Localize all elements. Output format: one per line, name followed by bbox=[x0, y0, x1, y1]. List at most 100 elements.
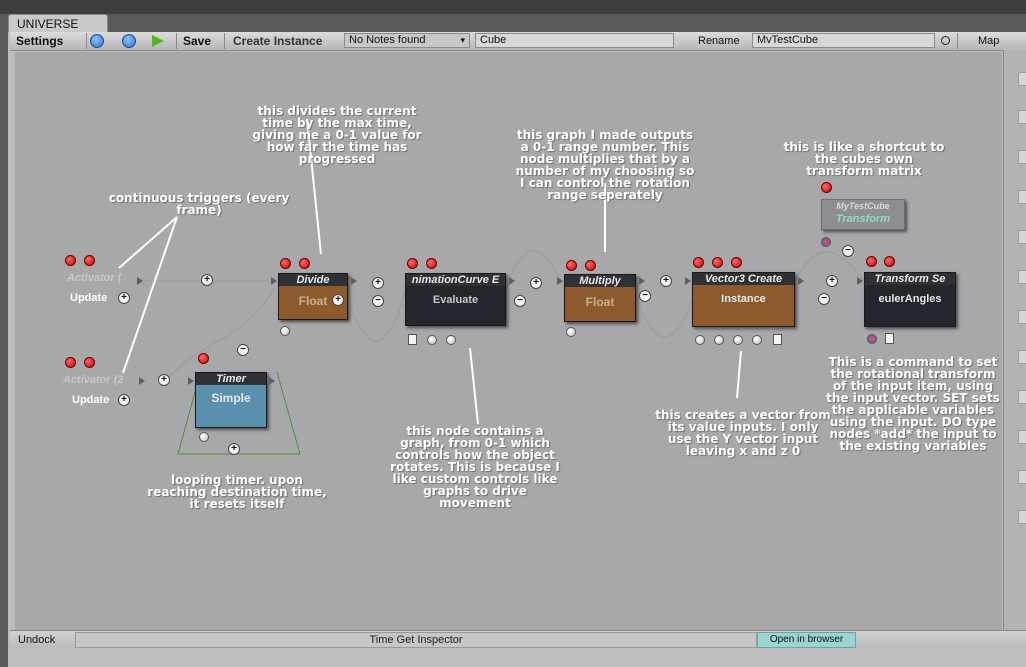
search-input[interactable]: Cube bbox=[475, 33, 674, 48]
mytestcube-node-title: MyTestCube bbox=[822, 200, 904, 212]
divide-node[interactable]: Divide Float bbox=[278, 273, 348, 320]
add-port-icon[interactable]: + bbox=[372, 277, 384, 289]
document-icon[interactable] bbox=[885, 333, 894, 344]
panel-item[interactable] bbox=[1018, 510, 1026, 524]
input-arrow-icon[interactable] bbox=[557, 277, 563, 285]
multiply-node[interactable]: Multiply Float bbox=[564, 274, 636, 322]
add-port-icon[interactable]: + bbox=[660, 275, 672, 287]
output-arrow-icon[interactable] bbox=[269, 377, 275, 385]
add-port-icon[interactable]: + bbox=[158, 374, 170, 386]
panel-item[interactable] bbox=[1018, 350, 1026, 364]
output-arrow-icon[interactable] bbox=[137, 277, 143, 285]
gizmo-icon[interactable] bbox=[821, 237, 831, 247]
pause-icon[interactable] bbox=[122, 34, 136, 48]
output-arrow-icon[interactable] bbox=[798, 277, 804, 285]
red-dot[interactable] bbox=[84, 255, 95, 266]
red-dot[interactable] bbox=[566, 260, 577, 271]
rename-button[interactable]: Rename bbox=[698, 35, 740, 47]
mytestcube-node[interactable]: MyTestCube Transform bbox=[821, 199, 905, 230]
settings-button[interactable]: Settings bbox=[16, 34, 64, 48]
activator-2-update[interactable]: Update bbox=[72, 394, 110, 406]
red-dot[interactable] bbox=[693, 257, 704, 268]
output-arrow-icon[interactable] bbox=[351, 277, 357, 285]
document-icon[interactable] bbox=[408, 334, 417, 345]
red-dot[interactable] bbox=[65, 255, 76, 266]
add-port-icon[interactable]: + bbox=[826, 275, 838, 287]
input-arrow-icon[interactable] bbox=[188, 377, 194, 385]
document-icon[interactable] bbox=[773, 334, 782, 345]
add-port-icon[interactable]: + bbox=[201, 274, 213, 286]
white-port[interactable] bbox=[566, 327, 576, 337]
red-dot[interactable] bbox=[731, 257, 742, 268]
panel-item[interactable] bbox=[1018, 150, 1026, 164]
add-port-icon[interactable]: + bbox=[228, 443, 240, 455]
map-button[interactable]: Map bbox=[978, 35, 1000, 47]
red-dot[interactable] bbox=[426, 258, 437, 269]
remove-port-icon[interactable]: − bbox=[818, 293, 830, 305]
create-instance-button[interactable]: Create Instance bbox=[233, 34, 323, 48]
white-port[interactable] bbox=[199, 432, 209, 442]
remove-port-icon[interactable]: − bbox=[842, 245, 854, 257]
input-arrow-icon[interactable] bbox=[685, 277, 691, 285]
open-in-browser-button[interactable]: Open in browser bbox=[757, 632, 856, 648]
red-dot[interactable] bbox=[821, 182, 832, 193]
save-button[interactable]: Save bbox=[183, 34, 212, 48]
white-port[interactable] bbox=[280, 326, 290, 336]
red-dot[interactable] bbox=[84, 357, 95, 368]
white-port[interactable] bbox=[446, 335, 456, 345]
notes-dropdown[interactable]: No Notes found ▾ bbox=[344, 33, 470, 48]
panel-item[interactable] bbox=[1018, 390, 1026, 404]
remove-port-icon[interactable]: − bbox=[237, 344, 249, 356]
input-arrow-icon[interactable] bbox=[271, 277, 277, 285]
search-icon[interactable] bbox=[1018, 72, 1026, 86]
node-graph-canvas[interactable]: this divides the current time by the max… bbox=[15, 52, 1002, 630]
panel-item[interactable] bbox=[1018, 190, 1026, 204]
vector3-create-node[interactable]: Vector3 Create Instance bbox=[692, 272, 795, 327]
output-arrow-icon[interactable] bbox=[509, 277, 515, 285]
animation-curve-node[interactable]: nimationCurve E Evaluate bbox=[405, 273, 506, 326]
remove-port-icon[interactable]: − bbox=[372, 295, 384, 307]
target-icon[interactable] bbox=[941, 36, 950, 45]
add-port-icon[interactable]: + bbox=[530, 277, 542, 289]
add-port-icon[interactable]: + bbox=[118, 394, 130, 406]
white-port[interactable] bbox=[427, 335, 437, 345]
timer-node[interactable]: Timer Simple bbox=[195, 372, 267, 428]
white-port[interactable] bbox=[752, 335, 762, 345]
window-tab[interactable]: UNIVERSE bbox=[8, 14, 108, 32]
red-dot[interactable] bbox=[280, 258, 291, 269]
add-port-icon[interactable]: + bbox=[118, 292, 130, 304]
remove-port-icon[interactable]: − bbox=[514, 295, 526, 307]
activator-1-update[interactable]: Update bbox=[70, 292, 108, 304]
red-dot[interactable] bbox=[407, 258, 418, 269]
transform-set-node[interactable]: Transform Se eulerAngles bbox=[864, 272, 956, 327]
panel-item[interactable] bbox=[1018, 310, 1026, 324]
red-dot[interactable] bbox=[299, 258, 310, 269]
undock-button[interactable]: Undock bbox=[18, 634, 56, 646]
gizmo-icon[interactable] bbox=[867, 334, 877, 344]
name-field[interactable]: MvTestCube bbox=[752, 33, 935, 48]
red-dot[interactable] bbox=[585, 260, 596, 271]
white-port[interactable] bbox=[714, 335, 724, 345]
input-arrow-icon[interactable] bbox=[857, 277, 863, 285]
red-dot[interactable] bbox=[866, 256, 877, 267]
divide-node-title: Divide bbox=[279, 274, 347, 286]
output-arrow-icon[interactable] bbox=[639, 277, 645, 285]
panel-item[interactable] bbox=[1018, 230, 1026, 244]
red-dot[interactable] bbox=[65, 357, 76, 368]
white-port[interactable] bbox=[695, 335, 705, 345]
notes-dropdown-value: No Notes found bbox=[349, 34, 426, 46]
panel-item[interactable] bbox=[1018, 270, 1026, 284]
red-dot[interactable] bbox=[712, 257, 723, 268]
add-port-icon[interactable]: + bbox=[332, 294, 344, 306]
play-icon[interactable] bbox=[90, 34, 104, 48]
panel-item[interactable] bbox=[1018, 110, 1026, 124]
panel-item[interactable] bbox=[1018, 470, 1026, 484]
white-port[interactable] bbox=[733, 335, 743, 345]
red-dot[interactable] bbox=[198, 353, 209, 364]
remove-port-icon[interactable]: − bbox=[639, 290, 651, 302]
step-icon[interactable] bbox=[152, 35, 164, 47]
connection-lines bbox=[118, 118, 866, 455]
panel-item[interactable] bbox=[1018, 430, 1026, 444]
red-dot[interactable] bbox=[884, 256, 895, 267]
output-arrow-icon[interactable] bbox=[139, 377, 145, 385]
